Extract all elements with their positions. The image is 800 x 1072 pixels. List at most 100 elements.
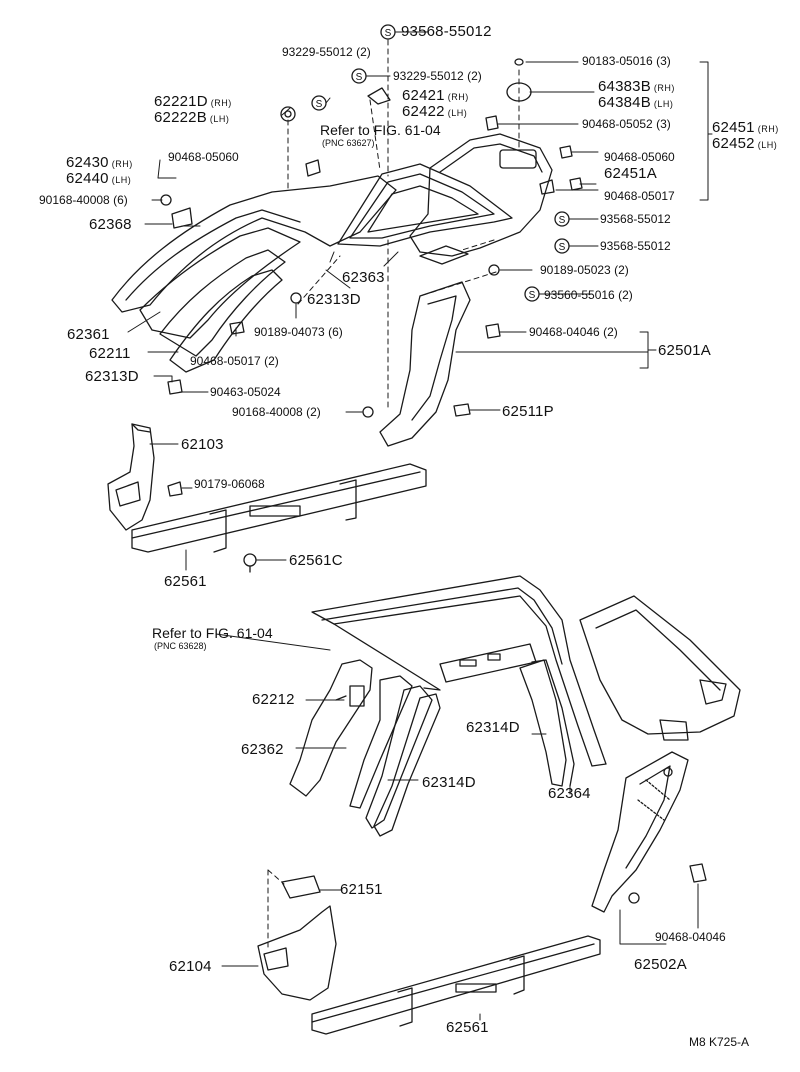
callout-90468-05060-right: 90468-05060: [604, 150, 675, 164]
callout-62362: 62362: [241, 741, 284, 758]
leader-lines-top: [127, 31, 713, 413]
callout-62451-62452: 62451(RH) 62452(LH): [712, 120, 779, 151]
center-pillar-trim-upper: [379, 281, 471, 447]
callout-62314D-right: 62314D: [466, 719, 520, 736]
callout-90468-05017-right: 90468-05017: [604, 189, 675, 203]
callout-62501A: 62501A: [658, 342, 711, 359]
part-62421: 62421: [402, 87, 445, 104]
callout-93560-55016: 93560-55016 (2): [544, 288, 633, 302]
part-62440: 62440: [66, 170, 109, 187]
side-rh: (RH): [210, 98, 232, 108]
svg-text:S: S: [559, 242, 566, 253]
callout-93229-55012-b: 93229-55012 (2): [393, 69, 482, 83]
callout-62363: 62363: [342, 269, 385, 286]
callout-90468-05060-left: 90468-05060: [168, 150, 239, 164]
part-62221D: 62221D: [154, 93, 208, 110]
part-62452: 62452: [712, 135, 755, 152]
part-62451: 62451: [712, 119, 755, 136]
door-opening-frame: [311, 575, 607, 767]
rocker-inner-front: [107, 423, 155, 531]
callout-90468-04046: 90468-04046: [655, 930, 726, 944]
callout-62314D-left: 62314D: [422, 774, 476, 791]
callout-62313D-lower: 62313D: [85, 368, 139, 385]
scuff-plate-bottom: [311, 935, 601, 1035]
callout-62151: 62151: [340, 881, 383, 898]
callout-62361: 62361: [67, 326, 110, 343]
part-64383B: 64383B: [598, 78, 651, 95]
side-rh: (RH): [447, 92, 469, 102]
bottom-small-parts: [281, 863, 707, 904]
callout-62211: 62211: [89, 345, 131, 362]
svg-text:S: S: [356, 72, 363, 83]
callout-90168-40008-6: 90168-40008 (6): [39, 193, 128, 207]
callout-62421-62422: 62421(RH) 62422(LH): [402, 88, 469, 119]
side-lh: (LH): [757, 140, 778, 150]
rocker-inner-rear: [257, 905, 337, 1001]
screw-symbols: [311, 24, 570, 302]
callout-62313D-upper: 62313D: [307, 291, 361, 308]
center-pillar-trim-lower: [591, 751, 689, 913]
clips-top: [160, 58, 583, 418]
callout-62104: 62104: [169, 958, 212, 975]
callout-62212: 62212: [252, 691, 295, 708]
svg-text:S: S: [385, 28, 392, 39]
side-rh: (RH): [757, 124, 779, 134]
callout-62502A: 62502A: [634, 956, 687, 973]
callout-62103: 62103: [181, 436, 224, 453]
rear-quarter-trim-upper: [409, 133, 553, 265]
front-pillar-trim: [289, 659, 441, 837]
leader-lines-mid: [149, 443, 287, 571]
callout-62451A: 62451A: [604, 165, 657, 182]
callout-90468-04046-2: 90468-04046 (2): [529, 325, 618, 339]
callout-93568-55012-mid1: 93568-55012: [600, 212, 671, 226]
part-62430: 62430: [66, 154, 109, 171]
leader-lines-bottom: [215, 633, 699, 1021]
side-lh: (LH): [447, 108, 468, 118]
side-lh: (LH): [653, 99, 674, 109]
callout-64383B-64384B: 64383B(RH) 64384B(LH): [598, 79, 675, 110]
callout-93568-55012-mid2: 93568-55012: [600, 239, 671, 253]
callout-90189-05023: 90189-05023 (2): [540, 263, 629, 277]
callout-62221D-62222B: 62221D(RH) 62222B(LH): [154, 94, 232, 125]
svg-text:S: S: [529, 290, 536, 301]
part-62222B: 62222B: [154, 109, 207, 126]
callout-62364: 62364: [548, 785, 591, 802]
center-pillar-weatherstrip: [439, 643, 575, 787]
refer-to-fig-top: Refer to FIG. 61-04: [320, 122, 441, 138]
rear-quarter-trim-lower: [579, 595, 741, 741]
scuff-plate-top: [131, 463, 427, 553]
screw-letters: S S S S S S: [316, 28, 566, 301]
callout-90189-04073: 90189-04073 (6): [254, 325, 343, 339]
callout-90468-05017-2: 90468-05017 (2): [190, 354, 279, 368]
callout-90183-05016: 90183-05016 (3): [582, 54, 671, 68]
side-lh: (LH): [111, 175, 132, 185]
callout-90468-05052: 90468-05052 (3): [582, 117, 671, 131]
svg-text:S: S: [316, 99, 323, 110]
side-rh: (RH): [111, 159, 133, 169]
diagram-reference-code: M8 K725-A: [689, 1035, 750, 1049]
side-lh: (LH): [209, 114, 230, 124]
callout-62511P: 62511P: [502, 403, 554, 420]
callout-62561-lower: 62561: [446, 1019, 489, 1036]
dashed-mounting-lines-bottom: [267, 869, 285, 951]
refer-to-fig-bottom: Refer to FIG. 61-04: [152, 625, 273, 641]
callout-90463-05024: 90463-05024: [210, 385, 281, 399]
pnc-reference-bottom: (PNC 63628): [154, 641, 207, 651]
callout-93568-55012-top: 93568-55012: [401, 23, 492, 40]
callout-90179-06068: 90179-06068: [194, 477, 265, 491]
pnc-reference-top: (PNC 63627): [322, 138, 375, 148]
part-62422: 62422: [402, 103, 445, 120]
callout-62561C: 62561C: [289, 552, 343, 569]
callout-90168-40008-2: 90168-40008 (2): [232, 405, 321, 419]
quarter-window-frame-top: [337, 163, 513, 247]
svg-text:S: S: [559, 215, 566, 226]
roof-side-rail-garnish: [111, 175, 397, 373]
part-64384B: 64384B: [598, 94, 651, 111]
callout-62430-62440: 62430(RH) 62440(LH): [66, 155, 133, 186]
dashed-mounting-lines-top: [287, 39, 520, 411]
callout-93229-55012-a: 93229-55012 (2): [282, 45, 371, 59]
callout-62368: 62368: [89, 216, 132, 233]
side-rh: (RH): [653, 83, 675, 93]
